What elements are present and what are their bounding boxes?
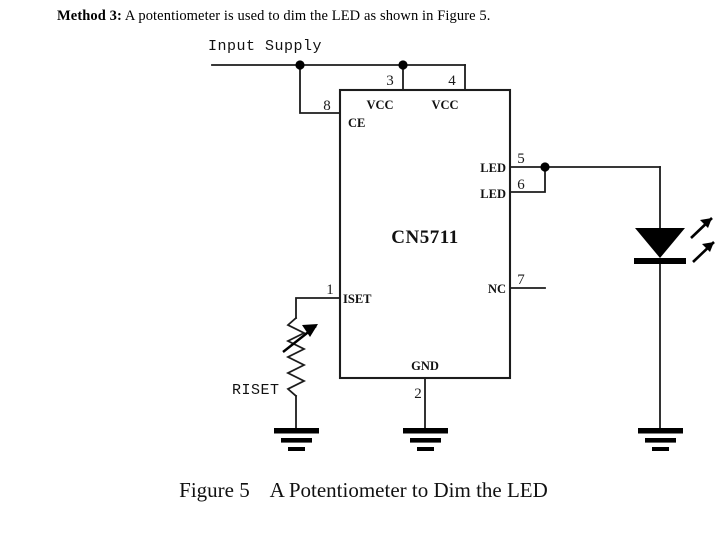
potentiometer-wiper-arrow xyxy=(282,324,318,353)
ground-symbol-chip xyxy=(403,428,448,451)
pin-label-iset-1: ISET xyxy=(343,292,372,306)
pin-label-led-6: LED xyxy=(480,187,506,201)
method-description: Method 3: A potentiometer is used to dim… xyxy=(57,8,491,25)
pin-number-1: 1 xyxy=(326,282,334,298)
pin-number-6: 6 xyxy=(517,177,525,193)
method-body: A potentiometer is used to dim the LED a… xyxy=(121,8,491,24)
ic-part-number: CN5711 xyxy=(391,227,458,248)
ground-symbol-led xyxy=(638,428,683,451)
led-diode-triangle xyxy=(635,228,685,258)
junction-dot-ce xyxy=(295,60,305,70)
pin-number-4: 4 xyxy=(448,73,456,89)
junction-dot-led xyxy=(540,162,550,172)
ce-branch-wire xyxy=(299,64,341,114)
riset-label: RISET xyxy=(232,382,280,399)
pin-number-2: 2 xyxy=(414,386,422,402)
iset-wire xyxy=(295,297,341,319)
pin-number-7: 7 xyxy=(517,272,525,288)
led-cathode-bar xyxy=(634,258,686,264)
ic-body-cn5711 xyxy=(338,88,512,380)
pin-number-8: 8 xyxy=(323,98,331,114)
pin-label-led-5: LED xyxy=(480,161,506,175)
led-emission-arrows xyxy=(690,217,715,263)
figure-caption: Figure 5 A Potentiometer to Dim the LED xyxy=(179,478,548,502)
pin-number-5: 5 xyxy=(517,151,525,167)
led6-wire xyxy=(509,166,546,193)
potentiometer-resistor-body xyxy=(285,316,307,398)
pin-label-vcc-4: VCC xyxy=(431,98,458,112)
pin-label-vcc-3: VCC xyxy=(366,98,393,112)
pin-number-3: 3 xyxy=(386,73,394,89)
circuit-schematic: Input Supply CN5711 3 4 8 1 2 5 6 7 VCC … xyxy=(208,38,715,451)
method-label: Method 3: xyxy=(57,8,122,24)
pin-label-gnd-2: GND xyxy=(411,359,439,373)
input-supply-label: Input Supply xyxy=(208,38,322,55)
pin-label-ce-8: CE xyxy=(348,116,365,130)
junction-dot-vcc xyxy=(398,60,408,70)
pin-label-nc-7: NC xyxy=(488,282,506,296)
ground-symbol-riset xyxy=(274,428,319,451)
